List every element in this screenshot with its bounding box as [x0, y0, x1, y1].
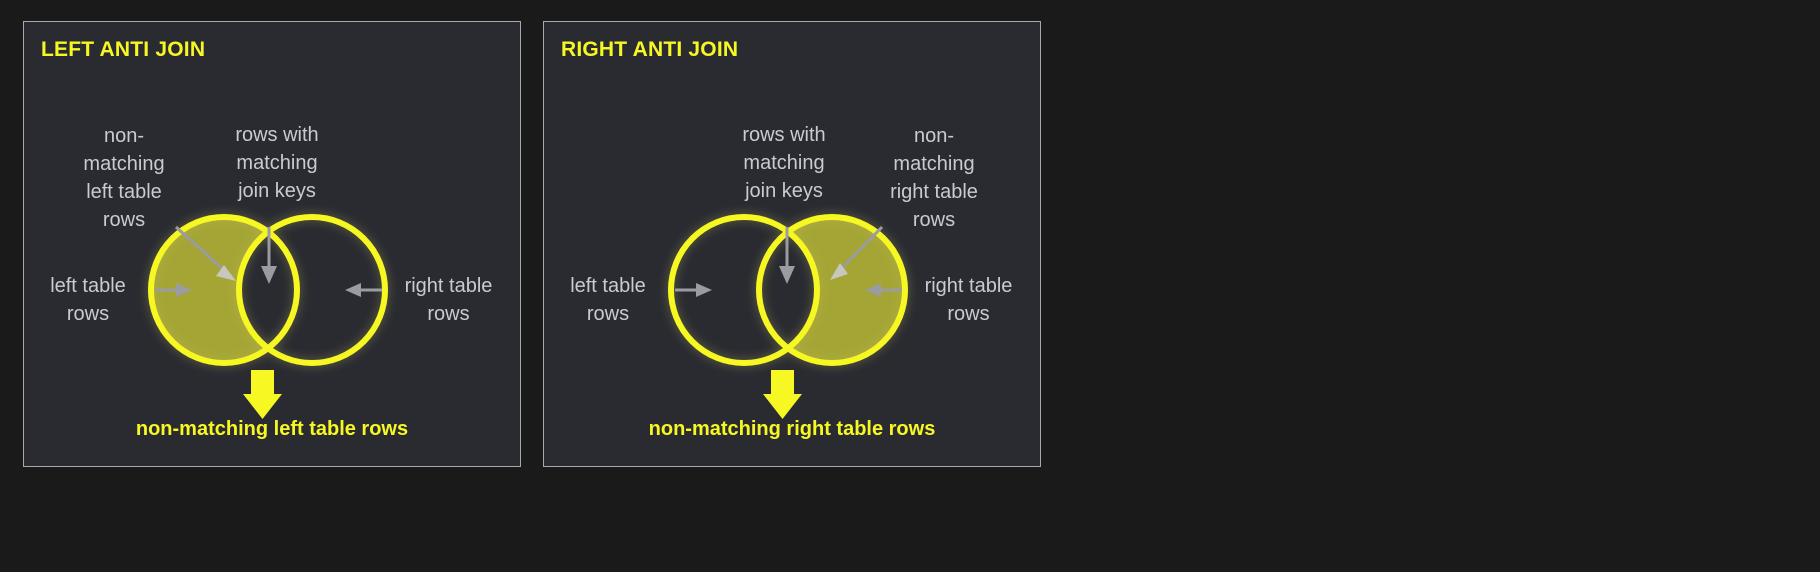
label-non-matching-left-rows: non- matching left table rows	[83, 125, 165, 231]
result-down-arrow	[763, 370, 802, 419]
label-right-table-rows: right table rows	[404, 275, 493, 325]
panel-caption: non-matching left table rows	[135, 418, 409, 440]
label-left-table-rows: left table rows	[50, 275, 126, 325]
result-down-arrow	[243, 370, 282, 419]
label-matching-join-keys: rows with matching join keys	[235, 124, 319, 202]
annotation-arrows	[155, 225, 382, 297]
venn-diagram-left	[24, 22, 520, 466]
label-non-matching-right-rows: non- matching right table rows	[890, 125, 978, 231]
panel-right-anti-join: RIGHT ANTI JOIN	[543, 21, 1041, 467]
panel-caption: non-matching right table rows	[648, 418, 936, 440]
venn-circle-left	[668, 214, 820, 366]
label-matching-join-keys: rows with matching join keys	[742, 124, 826, 202]
annotation-arrows	[675, 225, 902, 297]
label-left-table-rows: left table rows	[570, 275, 646, 325]
venn-diagram-right	[544, 22, 1040, 466]
label-right-table-rows: right table rows	[924, 275, 1013, 325]
venn-circle-left	[148, 214, 300, 366]
panel-left-anti-join: LEFT ANTI JOIN	[23, 21, 521, 467]
venn-circle-right	[236, 214, 388, 366]
venn-circle-right	[756, 214, 908, 366]
